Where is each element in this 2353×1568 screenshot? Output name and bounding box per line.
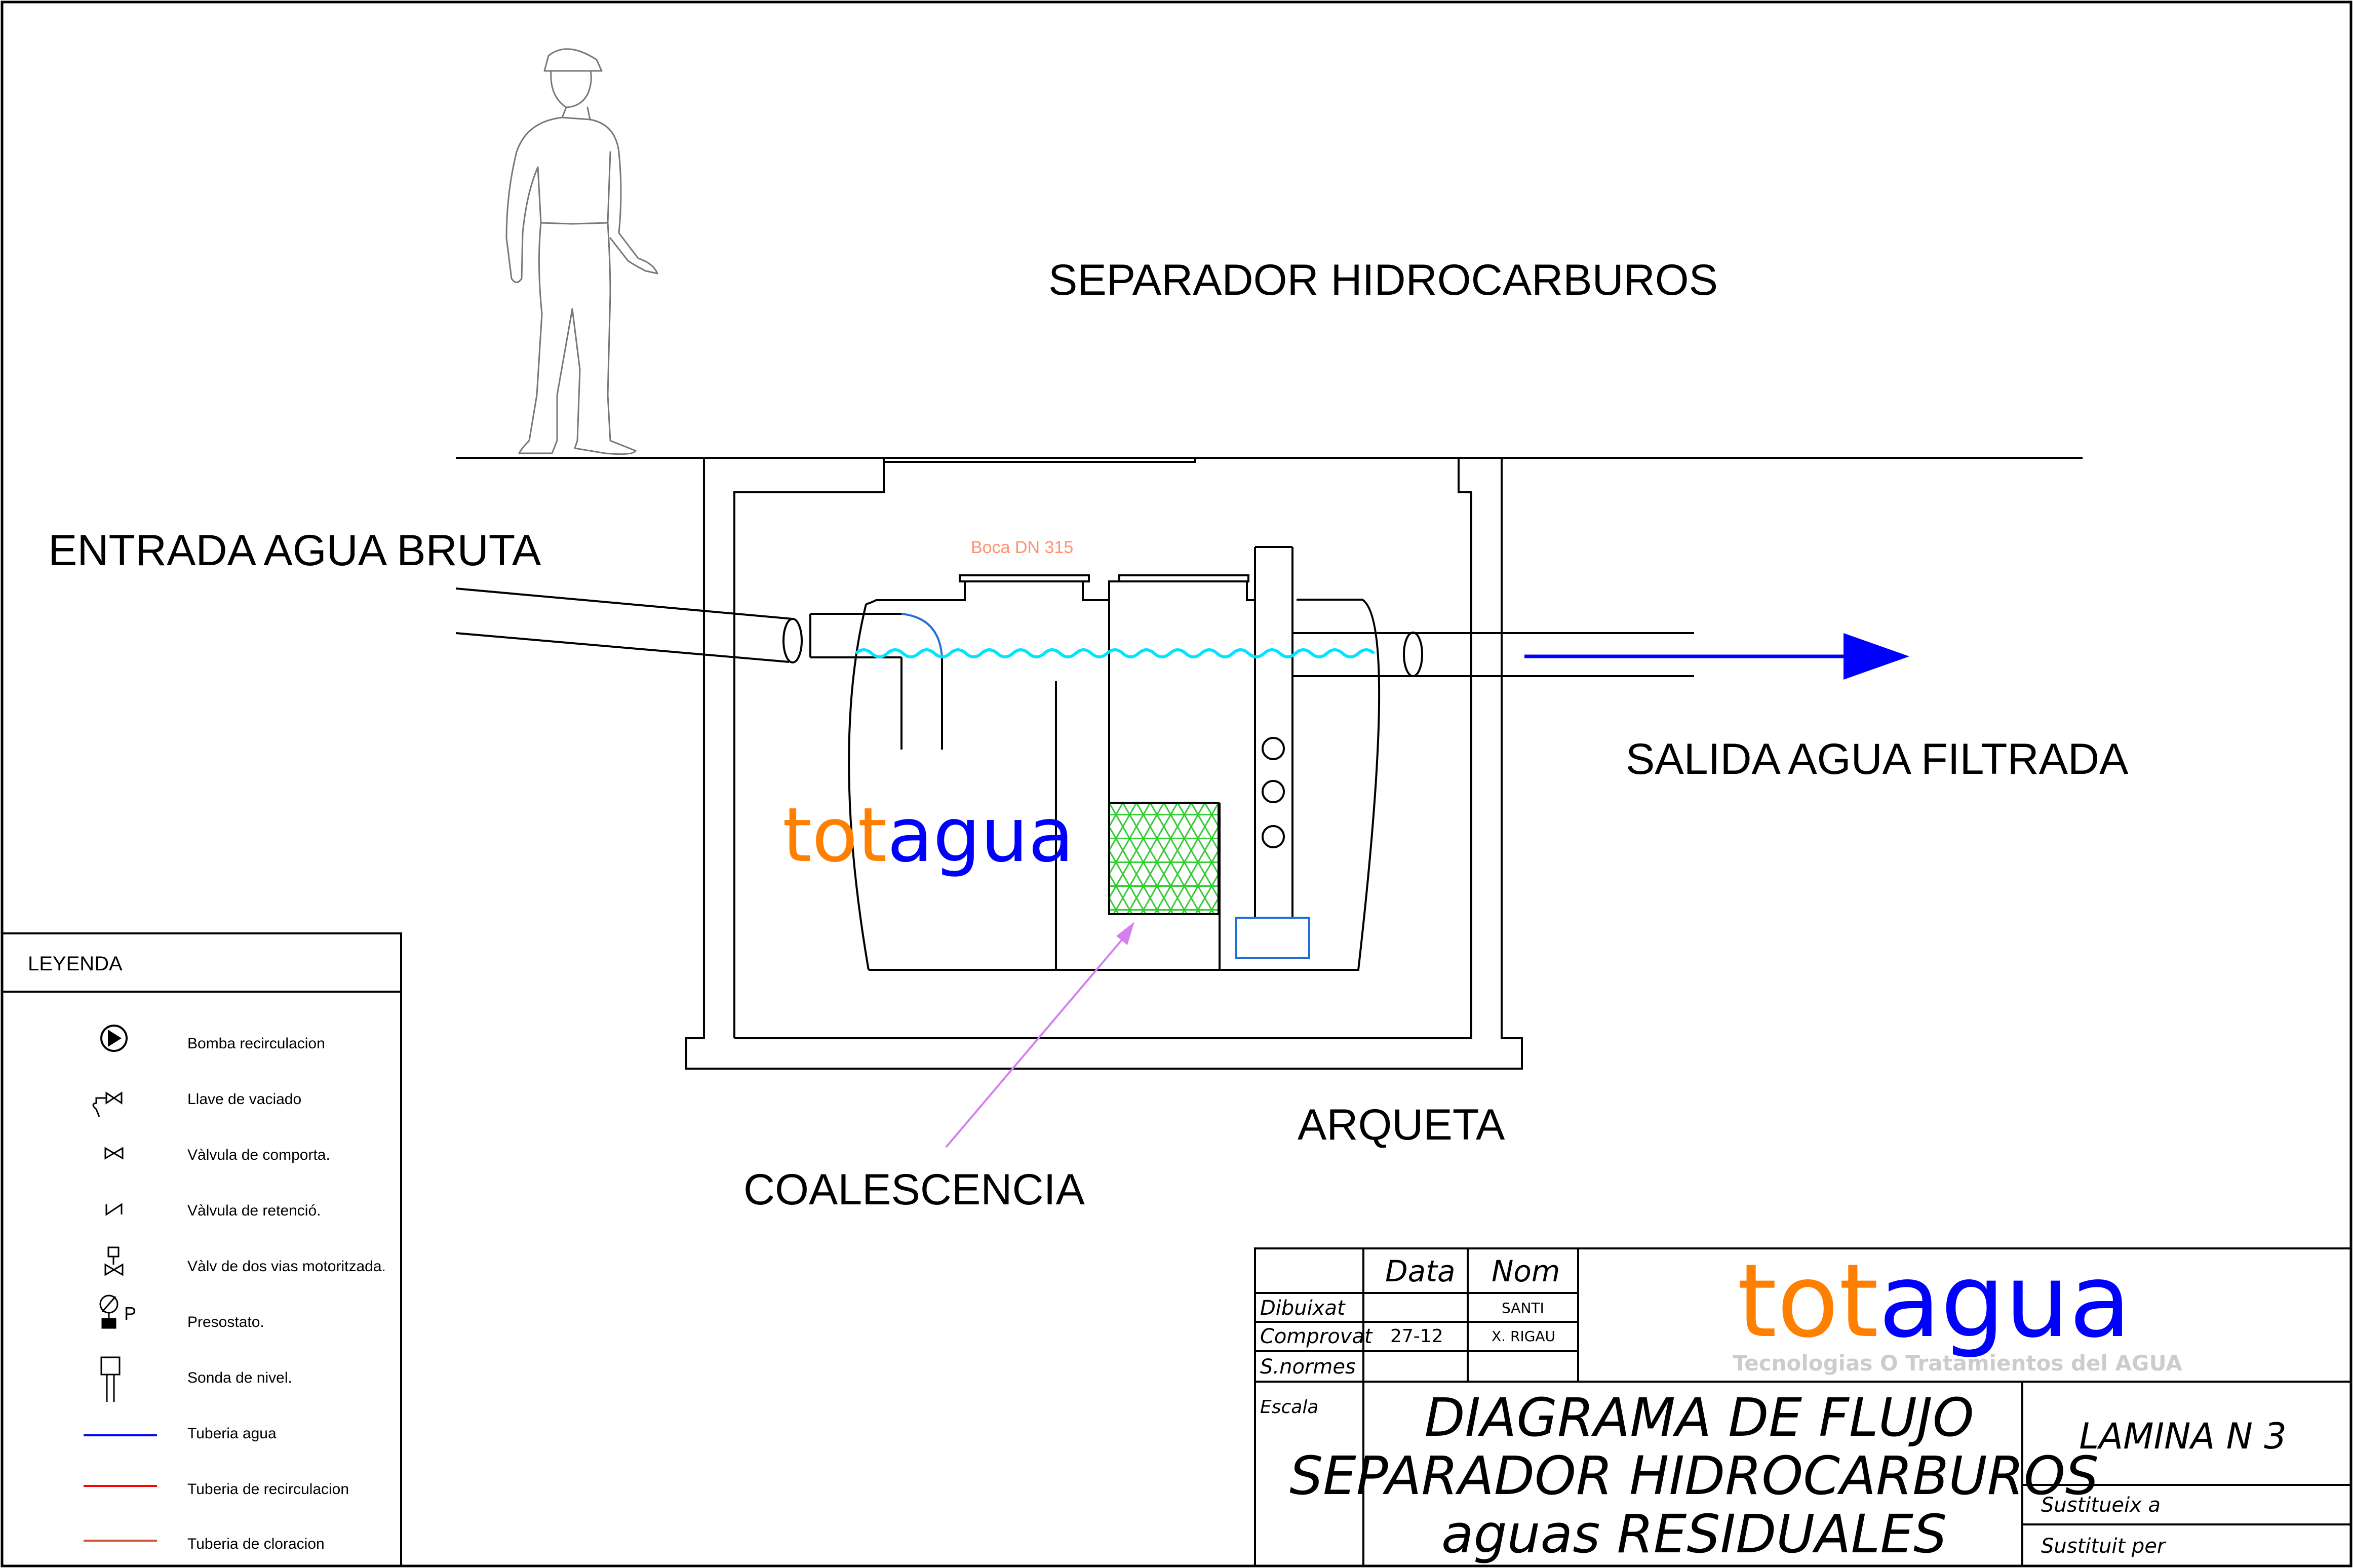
brand-tagline: Tecnologias O Tratamientos del AGUA	[1733, 1351, 2182, 1376]
flow-arrow	[1524, 633, 1909, 680]
chamber-structure	[685, 458, 1523, 1070]
drawing-title-line3: aguas RESIDUALES	[1441, 1503, 1947, 1565]
tank-logo-part2: agua	[887, 792, 1074, 879]
legend-item: Sonda de nivel.	[100, 1356, 292, 1402]
manhole-cover-right	[1118, 574, 1249, 582]
inlet-label: ENTRADA AGUA BRUTA	[48, 526, 541, 575]
inlet-deflector	[901, 613, 943, 658]
row-label-checked: Comprovat	[1260, 1325, 1373, 1348]
replaces-label: Sustitueix a	[2041, 1494, 2161, 1517]
level-probe-icon	[100, 1356, 121, 1402]
replaced-by-label: Sustituit per	[2041, 1535, 2167, 1558]
outlet-column	[1254, 546, 1410, 917]
title-logo-part2: agua	[1878, 1242, 2131, 1360]
pressure-symbol: P	[124, 1303, 136, 1324]
legend-item: Vàlvula de retenció.	[105, 1202, 321, 1219]
motorized-valve-icon	[104, 1246, 124, 1276]
check-valve-icon	[105, 1203, 123, 1216]
pressure-switch-icon	[99, 1295, 119, 1329]
legend-label: Vàlvula de comporta.	[187, 1147, 330, 1163]
legend-item: Vàlv de dos vias motoritzada.	[104, 1246, 386, 1276]
gate-valve-icon	[104, 1147, 124, 1160]
header-date: Data	[1385, 1254, 1456, 1288]
sheet-number: LAMINA N 3	[2079, 1416, 2287, 1457]
legend-label: Tuberia agua	[187, 1425, 277, 1442]
scale-label: Escala	[1260, 1397, 1318, 1418]
header-name: Nom	[1492, 1254, 1560, 1288]
legend-label: Tuberia de cloracion	[187, 1536, 325, 1552]
outlet-pipe	[1403, 632, 1694, 677]
legend-label: Bomba recirculacion	[187, 1035, 325, 1052]
drain-valve-icon	[92, 1091, 123, 1117]
pump-icon	[100, 1025, 128, 1052]
chamber-label: ARQUETA	[1298, 1101, 1505, 1149]
legend-label: Tuberia de recirculacion	[187, 1481, 349, 1498]
outlet-label: SALIDA AGUA FILTRADA	[1626, 735, 2129, 783]
legend-item: Vàlvula de comporta.	[104, 1147, 330, 1163]
inlet-pipe	[455, 587, 811, 663]
coalescence-media	[1108, 802, 1220, 915]
separator-tank	[848, 580, 1381, 971]
row-date-checked: 27-12	[1390, 1326, 1443, 1347]
outlet-float-box	[1235, 917, 1310, 959]
row-label-drawn: Dibuixat	[1260, 1297, 1346, 1320]
title-logo-part1: tot	[1737, 1242, 1878, 1360]
drawing-title-line1: DIAGRAMA DE FLUJO	[1424, 1387, 1974, 1448]
row-name-checked: X. RIGAU	[1492, 1328, 1555, 1345]
outlet-hole-3	[1262, 825, 1285, 848]
legend-item: Tuberia de recirculacion	[84, 1481, 349, 1498]
legend-item: Llave de vaciado	[92, 1091, 301, 1117]
title-block-logo: totagua	[1737, 1242, 2131, 1360]
legend-label: Vàlv de dos vias motoritzada.	[187, 1258, 386, 1275]
legend-box: LEYENDA Bomba recirculacion Llave de vac…	[1, 932, 402, 1567]
legend-item: P Presostato.	[99, 1295, 264, 1330]
coalescence-label: COALESCENCIA	[743, 1165, 1085, 1214]
manhole-label: Boca DN 315	[971, 538, 1073, 557]
diagram-title: SEPARADOR HIDROCARBUROS	[1048, 256, 1718, 304]
legend-title: LEYENDA	[28, 953, 123, 975]
worker-figure	[505, 48, 658, 455]
legend-label: Sonda de nivel.	[187, 1369, 292, 1386]
title-block: Data Nom Dibuixat SANTI Comprovat 27-12 …	[1254, 1242, 2352, 1567]
legend-item: Tuberia agua	[84, 1425, 277, 1442]
row-name-drawn: SANTI	[1502, 1300, 1544, 1316]
legend-label: Vàlvula de retenció.	[187, 1202, 321, 1219]
drawing-title-line2: SEPARADOR HIDROCARBUROS	[1289, 1445, 2099, 1507]
legend-label: Presostato.	[187, 1314, 264, 1330]
tank-logo-part1: tot	[782, 792, 887, 879]
manhole-cover-left	[959, 574, 1090, 582]
outlet-hole-1	[1262, 737, 1285, 760]
coalescence-pointer	[945, 922, 1134, 1148]
water-level-line	[854, 648, 1376, 658]
legend-item: Bomba recirculacion	[100, 1025, 325, 1052]
tank-logo: totagua	[782, 792, 1074, 879]
row-label-norms: S.normes	[1260, 1355, 1356, 1379]
outlet-hole-2	[1262, 780, 1285, 803]
legend-item: Tuberia de cloracion	[84, 1536, 325, 1552]
legend-label: Llave de vaciado	[187, 1091, 301, 1108]
